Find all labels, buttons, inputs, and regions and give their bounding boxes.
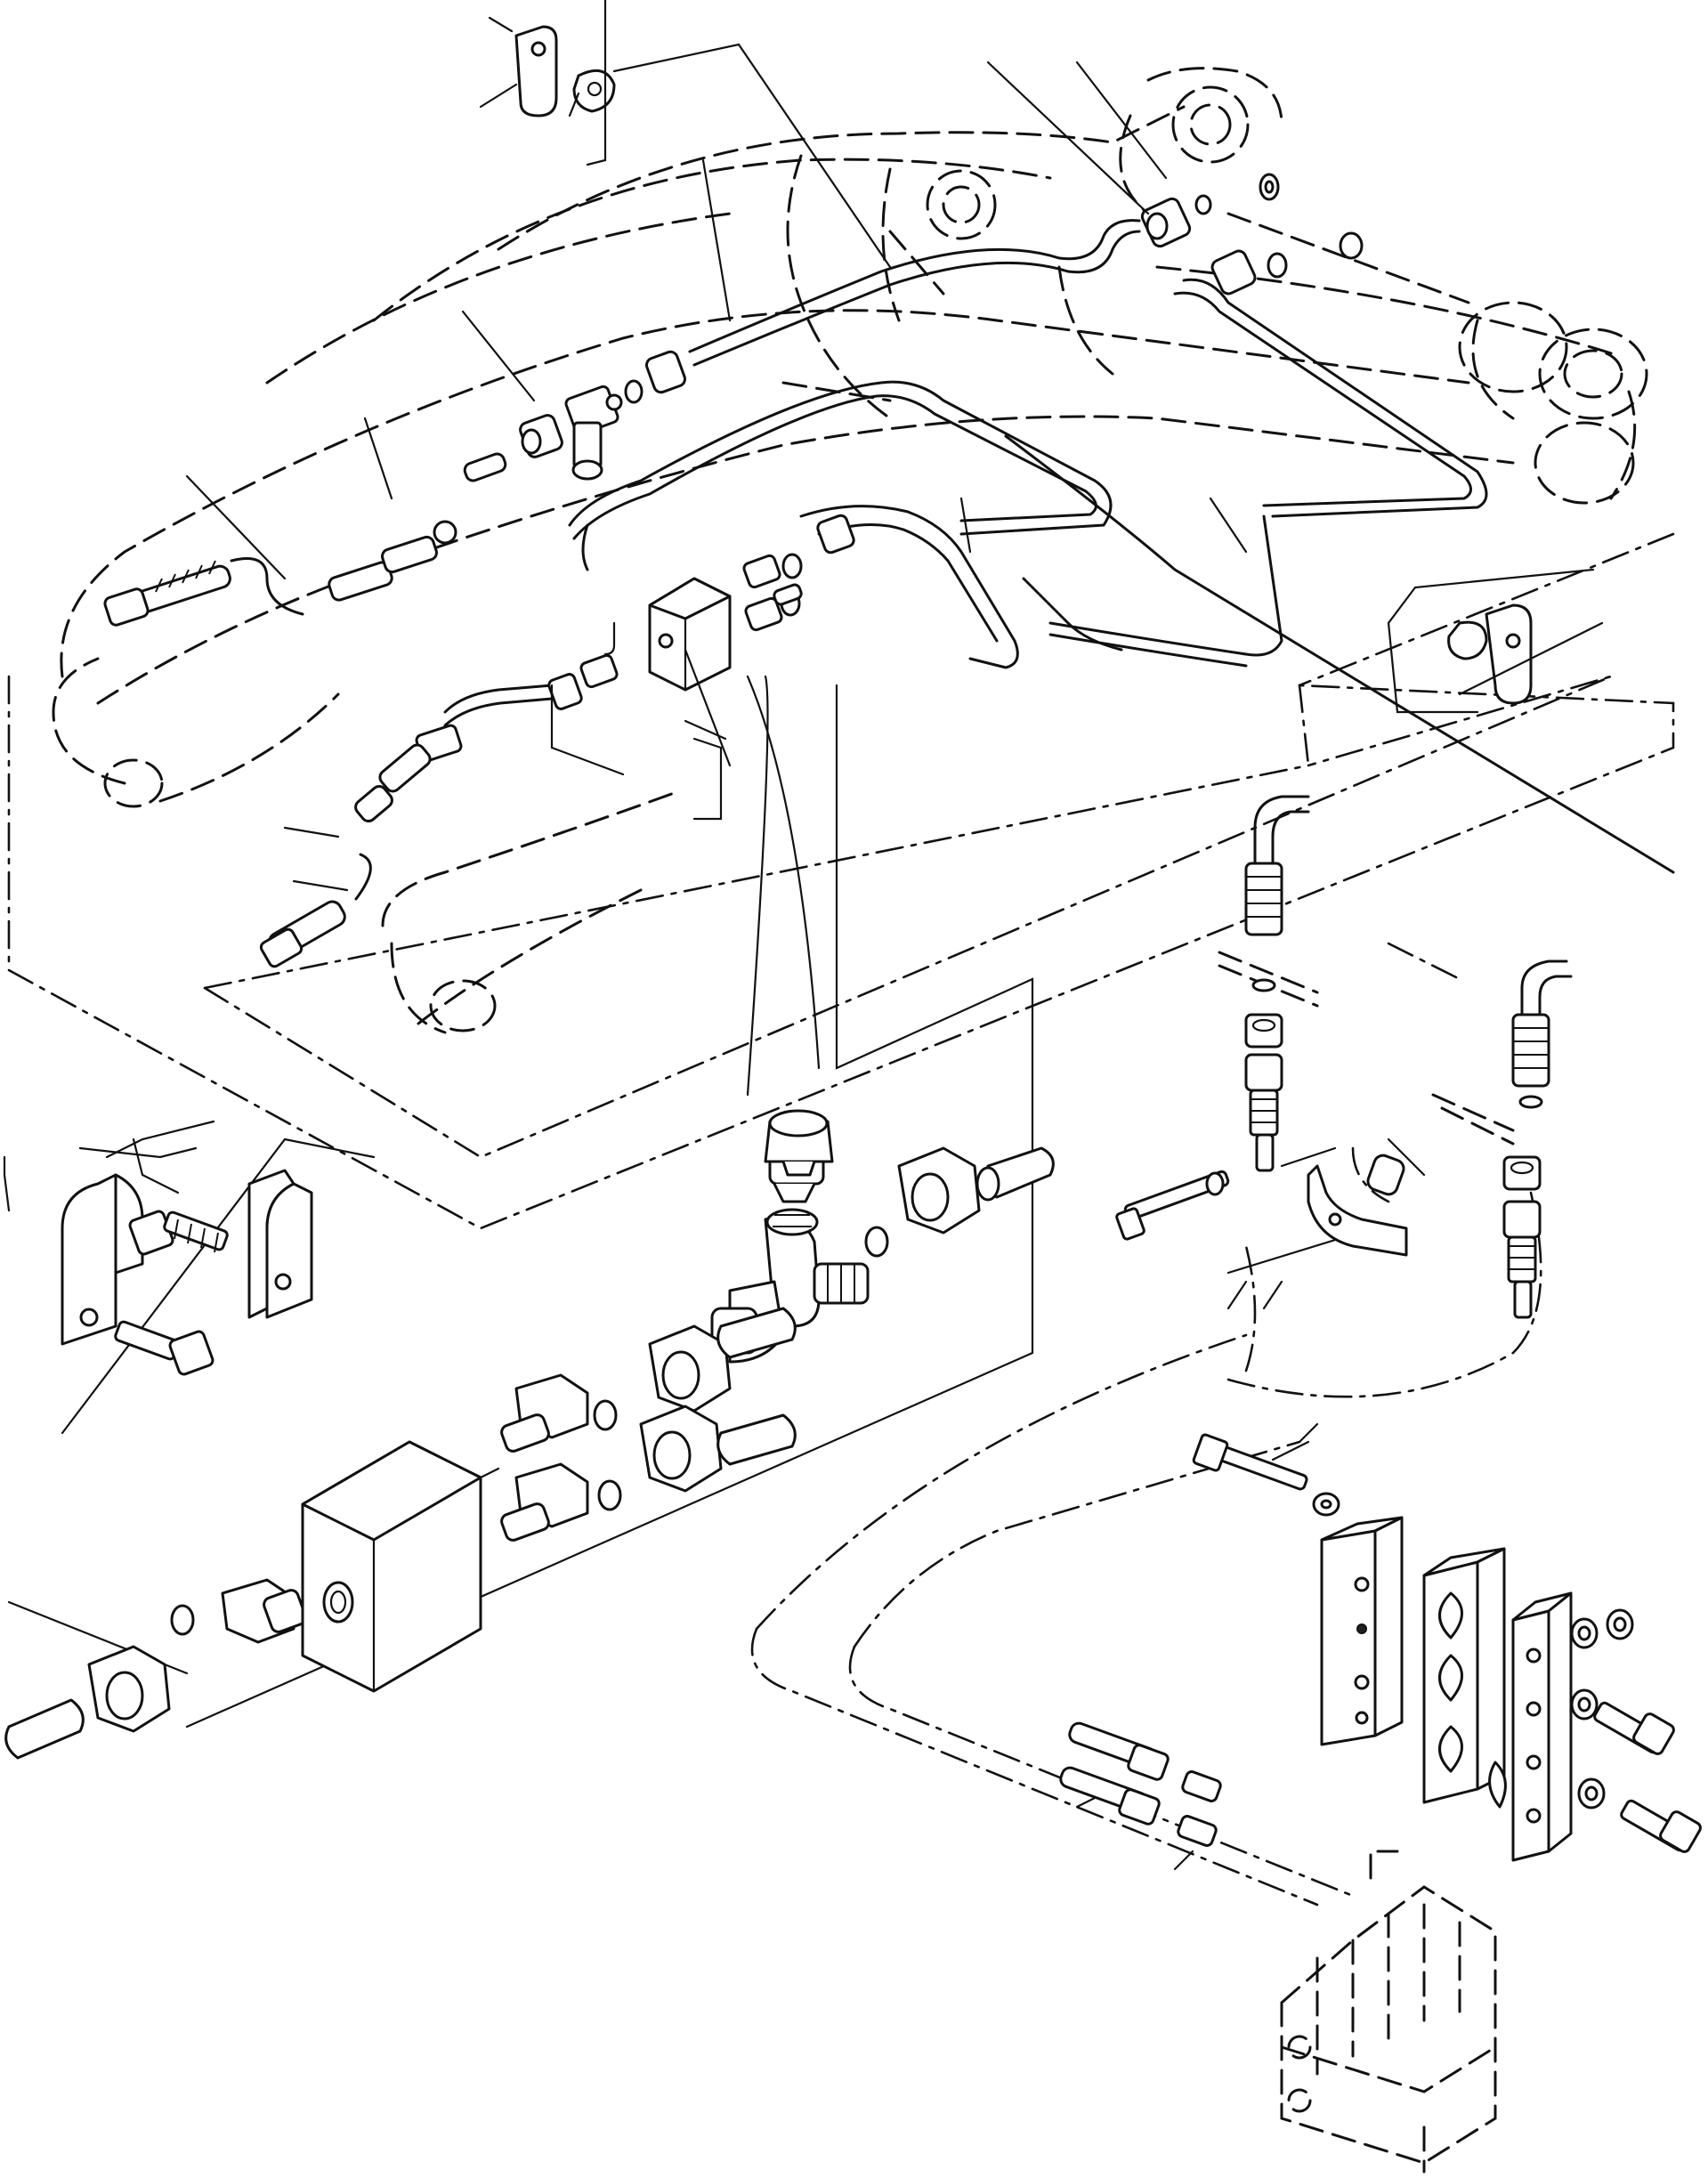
- clamp-bar: [1320, 1516, 1573, 1862]
- hose-stack-right: [1115, 951, 1543, 1319]
- clamp: [61, 1169, 313, 1346]
- arm-outline: [381, 790, 678, 1034]
- bolt: [1192, 1433, 1702, 1853]
- adapter-fitting: [221, 1146, 825, 1644]
- hydraulic-block: [648, 577, 732, 692]
- plug-fitting: [764, 1109, 834, 1177]
- sleeve: [463, 173, 1364, 482]
- control-valve: [1280, 1850, 1497, 2174]
- clamp: [514, 25, 1533, 705]
- hydraulic-block: [301, 1440, 500, 1693]
- sleeve: [4, 1146, 1055, 1760]
- bolt: [114, 1210, 229, 1376]
- union-nut: [87, 1146, 981, 1733]
- callout-frames: [7, 434, 1675, 1907]
- leader-lines: [3, 0, 1604, 1729]
- tee-fitting: [564, 385, 623, 481]
- elbow: [1244, 795, 1573, 1088]
- hose-end: [1059, 1721, 1222, 1871]
- hose-end: [103, 520, 463, 968]
- union-nut: [519, 197, 1257, 555]
- washer: [1570, 1608, 1634, 1810]
- steel-tube: [443, 219, 1488, 727]
